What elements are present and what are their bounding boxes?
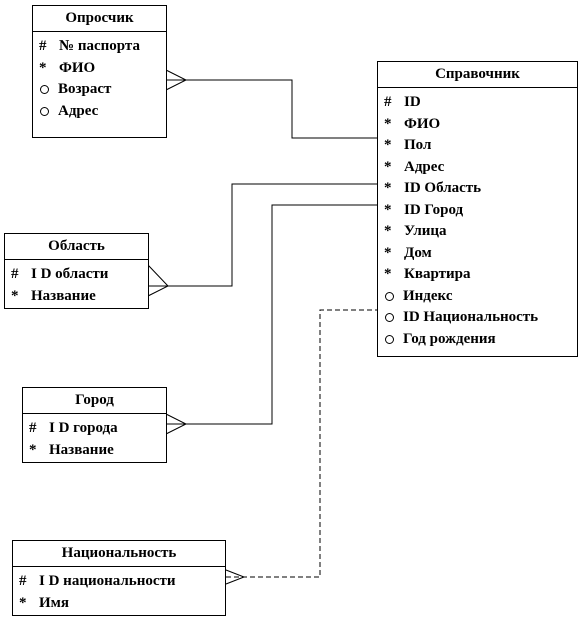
attribute-row: # I D национальности bbox=[19, 571, 225, 593]
attribute-row: # I D города bbox=[29, 418, 166, 440]
crowsfoot-oprosnik bbox=[165, 69, 188, 91]
mandatory-marker: * bbox=[39, 59, 47, 76]
relationship-nacionalnost-spravochnik bbox=[226, 309, 378, 578]
attribute-row: ID Национальность bbox=[384, 307, 577, 329]
attribute-row: # ID bbox=[384, 92, 577, 114]
attribute-row: * Пол bbox=[384, 135, 577, 157]
attribute-name: I D области bbox=[31, 266, 109, 282]
mandatory-marker: * bbox=[384, 201, 392, 218]
attribute-row: * Квартира bbox=[384, 264, 577, 286]
attribute-name: Возраст bbox=[58, 81, 112, 97]
mandatory-marker: * bbox=[384, 266, 392, 282]
key-marker: # bbox=[19, 573, 27, 589]
attribute-name: I D национальности bbox=[39, 573, 176, 589]
mandatory-marker: * bbox=[19, 594, 27, 611]
attribute-name: ID Национальность bbox=[403, 309, 539, 325]
key-marker: # bbox=[11, 266, 19, 282]
attribute-row: * Дом bbox=[384, 243, 577, 265]
mandatory-marker: * bbox=[384, 180, 392, 196]
attribute-row: * Имя bbox=[19, 593, 225, 615]
entity-spravochnik[interactable]: Справочник #ID*ФИО*Пол*Адрес*ID Область*… bbox=[377, 61, 578, 357]
attribute-row: # № паспорта bbox=[39, 36, 166, 58]
key-marker: # bbox=[384, 94, 392, 110]
optional-circle-icon bbox=[385, 334, 394, 344]
entity-nacionalnost[interactable]: Национальность # I D национальности * Имя bbox=[12, 540, 226, 616]
attribute-name: Год рождения bbox=[403, 330, 496, 347]
mandatory-marker: * bbox=[29, 441, 37, 458]
attribute-row: # I D области bbox=[11, 264, 148, 286]
attribute-name: № паспорта bbox=[59, 38, 140, 54]
attribute-row: * Адрес bbox=[384, 157, 577, 179]
relationship-oprosnik-spravochnik bbox=[166, 79, 378, 139]
attribute-row: * ID Область bbox=[384, 178, 577, 200]
attribute-row: Год рождения bbox=[384, 329, 577, 351]
attribute-name: Пол bbox=[404, 137, 432, 153]
attribute-name: ID Область bbox=[404, 180, 482, 196]
mandatory-marker: * bbox=[384, 158, 392, 175]
entity-title: Область bbox=[5, 234, 148, 260]
attribute-name: ID Город bbox=[404, 201, 464, 218]
crowsfoot-gorod bbox=[165, 413, 188, 435]
entity-title: Справочник bbox=[378, 62, 577, 88]
entity-title: Опросчик bbox=[33, 6, 166, 32]
attribute-row: * Название bbox=[29, 440, 166, 462]
optional-circle-icon bbox=[385, 313, 394, 323]
attribute-list: # I D города * Название bbox=[23, 414, 166, 461]
entity-gorod[interactable]: Город # I D города * Название bbox=[22, 387, 167, 463]
attribute-row: * Название bbox=[11, 286, 148, 308]
entity-title: Национальность bbox=[13, 541, 225, 567]
attribute-row: Возраст bbox=[39, 79, 166, 101]
attribute-name: Дом bbox=[404, 244, 432, 261]
mandatory-marker: * bbox=[384, 115, 392, 132]
mandatory-marker: * bbox=[384, 244, 392, 261]
attribute-name: Квартира bbox=[404, 266, 471, 282]
relationship-oblast-spravochnik bbox=[148, 183, 378, 287]
attribute-row: * ID Город bbox=[384, 200, 577, 222]
attribute-row: Индекс bbox=[384, 286, 577, 308]
attribute-row: Адрес bbox=[39, 101, 166, 123]
attribute-list: # I D области * Название bbox=[5, 260, 148, 307]
attribute-row: * Улица bbox=[384, 221, 577, 243]
attribute-name: Адрес bbox=[404, 158, 445, 175]
entity-oblast[interactable]: Область # I D области * Название bbox=[4, 233, 149, 309]
attribute-list: # I D национальности * Имя bbox=[13, 567, 225, 614]
attribute-name: Улица bbox=[404, 223, 447, 239]
key-marker: # bbox=[39, 38, 47, 54]
key-marker: # bbox=[29, 420, 37, 436]
optional-circle-icon bbox=[40, 85, 49, 95]
mandatory-marker: * bbox=[384, 223, 392, 239]
attribute-name: Индекс bbox=[403, 287, 453, 304]
attribute-name: Адрес bbox=[58, 102, 99, 119]
optional-circle-icon bbox=[40, 106, 49, 116]
mandatory-marker: * bbox=[384, 137, 392, 153]
attribute-name: Название bbox=[49, 441, 114, 458]
mandatory-marker: * bbox=[11, 287, 19, 304]
attribute-name: ФИО bbox=[59, 59, 96, 76]
attribute-name: Имя bbox=[39, 594, 69, 611]
entity-title: Город bbox=[23, 388, 166, 414]
attribute-row: * ФИО bbox=[39, 58, 166, 80]
attribute-name: I D города bbox=[49, 420, 118, 436]
relationship-gorod-spravochnik bbox=[166, 204, 378, 425]
attribute-row: * ФИО bbox=[384, 114, 577, 136]
attribute-name: Название bbox=[31, 287, 96, 304]
attribute-name: ID bbox=[404, 94, 421, 110]
attribute-name: ФИО bbox=[404, 115, 441, 132]
attribute-list: # ID * ФИО * Пол * Адрес * ID Область * ID Город * Ул… bbox=[378, 88, 577, 350]
crowsfoot-oblast bbox=[147, 264, 169, 297]
crowsfoot-nacionalnost bbox=[225, 569, 246, 585]
optional-circle-icon bbox=[385, 291, 394, 301]
